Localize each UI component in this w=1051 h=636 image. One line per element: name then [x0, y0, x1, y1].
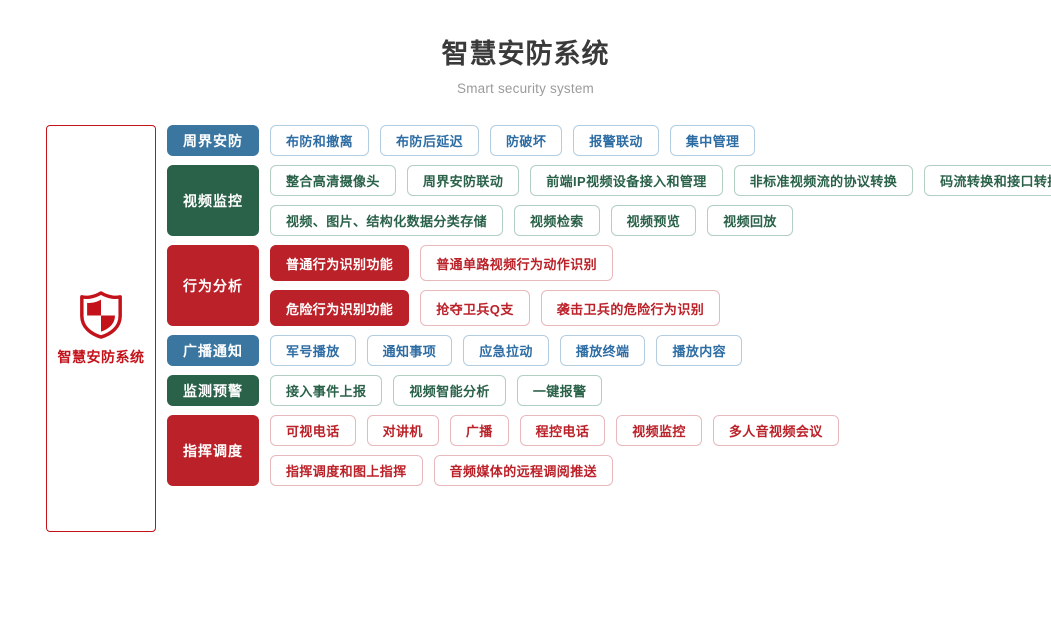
feature-pill[interactable]: 袭击卫兵的危险行为识别	[540, 290, 721, 326]
feature-line: 指挥调度和图上指挥音频媒体的远程调阅推送	[270, 455, 1051, 486]
feature-pill[interactable]: 集中管理	[669, 125, 756, 156]
feature-pill[interactable]: 视频回放	[707, 205, 793, 236]
category-row: 周界安防布防和撤离布防后延迟防破坏报警联动集中管理	[167, 125, 1051, 156]
feature-pill[interactable]: 码流转换和接口转换	[924, 165, 1051, 196]
feature-pill[interactable]: 周界安防联动	[406, 165, 520, 196]
feature-groups: 军号播放通知事项应急拉动播放终端播放内容	[270, 335, 1051, 366]
feature-groups: 布防和撤离布防后延迟防破坏报警联动集中管理	[270, 125, 1051, 156]
diagram-board: 智慧安防系统 周界安防布防和撤离布防后延迟防破坏报警联动集中管理视频监控整合高清…	[0, 125, 1051, 532]
feature-pill[interactable]: 播放终端	[559, 335, 646, 366]
feature-line: 视频、图片、结构化数据分类存储视频检索视频预览视频回放	[270, 205, 1051, 236]
feature-pill[interactable]: 视频预览	[610, 205, 697, 236]
feature-groups: 普通行为识别功能普通单路视频行为动作识别危险行为识别功能抢夺卫兵Q支袭击卫兵的危…	[270, 245, 1051, 326]
category-rows: 周界安防布防和撤离布防后延迟防破坏报警联动集中管理视频监控整合高清摄像头周界安防…	[167, 125, 1051, 495]
feature-pill[interactable]: 播放内容	[656, 335, 743, 366]
category-label-行为分析[interactable]: 行为分析	[167, 245, 259, 326]
feature-pill[interactable]: 前端IP视频设备接入和管理	[530, 165, 723, 196]
category-row: 广播通知军号播放通知事项应急拉动播放终端播放内容	[167, 335, 1051, 366]
sidebar-system-label: 智慧安防系统	[57, 348, 145, 365]
feature-pill[interactable]: 布防后延迟	[380, 125, 480, 156]
feature-pill[interactable]: 视频智能分析	[393, 375, 506, 406]
feature-pill[interactable]: 对讲机	[366, 415, 439, 446]
feature-pill[interactable]: 普通单路视频行为动作识别	[420, 245, 614, 281]
feature-pill[interactable]: 报警联动	[573, 125, 659, 156]
feature-pill[interactable]: 军号播放	[270, 335, 356, 366]
category-row: 视频监控整合高清摄像头周界安防联动前端IP视频设备接入和管理非标准视频流的协议转…	[167, 165, 1051, 236]
category-row: 监测预警接入事件上报视频智能分析一键报警	[167, 375, 1051, 406]
category-row: 指挥调度可视电话对讲机广播程控电话视频监控多人音视频会议指挥调度和图上指挥音频媒…	[167, 415, 1051, 486]
category-label-周界安防[interactable]: 周界安防	[167, 125, 259, 156]
feature-pill[interactable]: 程控电话	[519, 415, 606, 446]
feature-groups: 整合高清摄像头周界安防联动前端IP视频设备接入和管理非标准视频流的协议转换码流转…	[270, 165, 1051, 236]
category-label-监测预警[interactable]: 监测预警	[167, 375, 259, 406]
feature-line: 军号播放通知事项应急拉动播放终端播放内容	[270, 335, 1051, 366]
feature-pill[interactable]: 抢夺卫兵Q支	[420, 290, 530, 326]
feature-line: 接入事件上报视频智能分析一键报警	[270, 375, 1051, 406]
feature-pill[interactable]: 布防和撤离	[270, 125, 370, 156]
feature-pill[interactable]: 应急拉动	[463, 335, 549, 366]
shield-icon	[78, 290, 124, 339]
feature-pill[interactable]: 音频媒体的远程调阅推送	[433, 455, 614, 486]
feature-pill[interactable]: 通知事项	[366, 335, 453, 366]
feature-groups: 可视电话对讲机广播程控电话视频监控多人音视频会议指挥调度和图上指挥音频媒体的远程…	[270, 415, 1051, 486]
category-label-视频监控[interactable]: 视频监控	[167, 165, 259, 236]
feature-pill[interactable]: 多人音视频会议	[712, 415, 839, 446]
feature-pill[interactable]: 防破坏	[490, 125, 563, 156]
feature-line: 普通行为识别功能普通单路视频行为动作识别	[270, 245, 1051, 281]
feature-pill[interactable]: 广播	[449, 415, 509, 446]
feature-line: 整合高清摄像头周界安防联动前端IP视频设备接入和管理非标准视频流的协议转换码流转…	[270, 165, 1051, 196]
category-row: 行为分析普通行为识别功能普通单路视频行为动作识别危险行为识别功能抢夺卫兵Q支袭击…	[167, 245, 1051, 326]
feature-pill[interactable]: 接入事件上报	[270, 375, 383, 406]
feature-groups: 接入事件上报视频智能分析一键报警	[270, 375, 1051, 406]
category-label-广播通知[interactable]: 广播通知	[167, 335, 259, 366]
feature-group-lead[interactable]: 普通行为识别功能	[270, 245, 410, 281]
feature-line: 可视电话对讲机广播程控电话视频监控多人音视频会议	[270, 415, 1051, 446]
feature-pill[interactable]: 视频、图片、结构化数据分类存储	[270, 205, 504, 236]
feature-pill[interactable]: 指挥调度和图上指挥	[270, 455, 423, 486]
feature-pill[interactable]: 整合高清摄像头	[270, 165, 396, 196]
feature-pill[interactable]: 视频检索	[514, 205, 600, 236]
category-label-指挥调度[interactable]: 指挥调度	[167, 415, 259, 486]
page-title: 智慧安防系统	[441, 39, 610, 69]
feature-pill[interactable]: 非标准视频流的协议转换	[733, 165, 914, 196]
feature-pill[interactable]: 可视电话	[270, 415, 356, 446]
feature-pill[interactable]: 视频监控	[616, 415, 702, 446]
feature-line: 危险行为识别功能抢夺卫兵Q支袭击卫兵的危险行为识别	[270, 290, 1051, 326]
page-header: 智慧安防系统 Smart security system	[0, 0, 1051, 96]
feature-pill[interactable]: 一键报警	[516, 375, 603, 406]
sidebar-system-card[interactable]: 智慧安防系统	[46, 125, 156, 532]
page-subtitle: Smart security system	[457, 80, 594, 96]
feature-group-lead[interactable]: 危险行为识别功能	[270, 290, 410, 326]
feature-line: 布防和撤离布防后延迟防破坏报警联动集中管理	[270, 125, 1051, 156]
